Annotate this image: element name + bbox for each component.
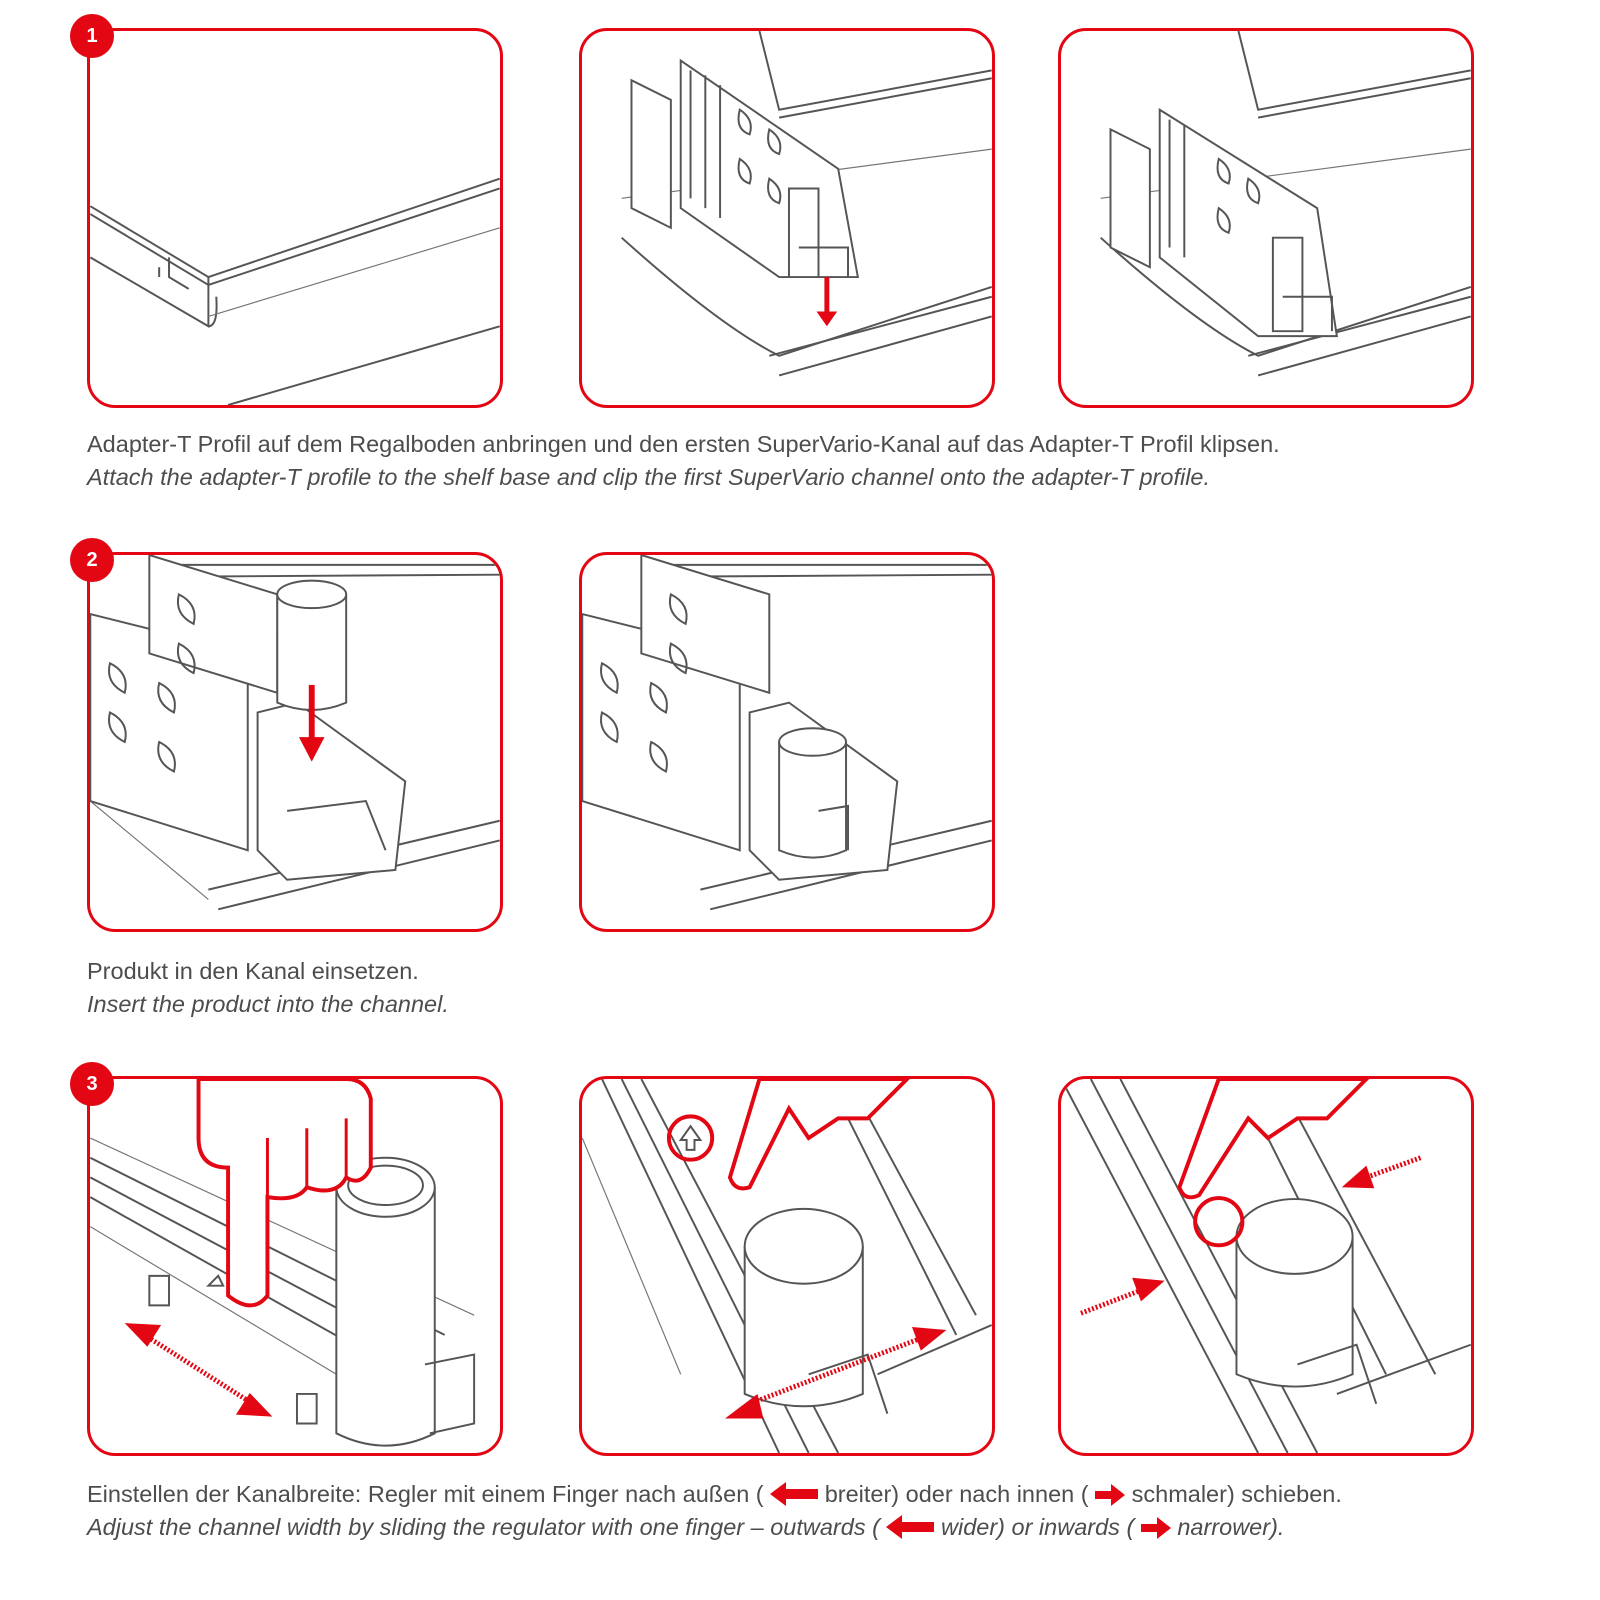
- shelf-profile-illustration: [90, 177, 500, 405]
- arrow-right-icon: [1095, 1484, 1126, 1506]
- step-2-panel-insert: [87, 552, 503, 932]
- step-2-badge: 2: [70, 538, 114, 582]
- product-can: [778, 727, 850, 859]
- step-1-badge: 1: [70, 14, 114, 58]
- step-1-panel-clip-channel: [579, 28, 995, 408]
- step-3-caption: Einstellen der Kanalbreite: Regler mit e…: [87, 1478, 1342, 1544]
- clip-channel-illustration: [620, 31, 992, 377]
- step-2-caption-english: Insert the product into the channel.: [87, 991, 449, 1017]
- product-can: [1235, 1198, 1378, 1405]
- step-1-panel-clipped: [1058, 28, 1474, 408]
- hand-icon: [196, 1079, 373, 1308]
- regulator-highlight-circle: [1193, 1196, 1245, 1248]
- product-can: [743, 1207, 889, 1414]
- step-1-caption: Adapter-T Profil auf dem Regalboden anbr…: [87, 428, 1280, 494]
- step-1-caption-english: Attach the adapter-T profile to the shel…: [87, 464, 1211, 490]
- hand-icon: [727, 1079, 910, 1191]
- step-3-badge: 3: [70, 1062, 114, 1106]
- clipped-channel-illustration: [1099, 31, 1471, 377]
- step-1-caption-german: Adapter-T Profil auf dem Regalboden anbr…: [87, 431, 1280, 457]
- channel-divider: [582, 555, 899, 881]
- step-3-caption-english-part-1: Adjust the channel width by sliding the …: [87, 1514, 880, 1540]
- regulator-highlight-circle: [666, 1114, 715, 1162]
- step-3-caption-german: Einstellen der Kanalbreite: Regler mit e…: [87, 1478, 1342, 1511]
- arrow-right-icon: [1140, 1517, 1171, 1539]
- product-can: [335, 1156, 476, 1447]
- arrows-inwards-icon: [1080, 1155, 1422, 1316]
- step-2-caption: Produkt in den Kanal einsetzen. Insert t…: [87, 955, 449, 1021]
- step-2-panel-inserted: [579, 552, 995, 932]
- insert-product-illustration: [90, 555, 500, 911]
- channel-divider: [1109, 107, 1339, 338]
- arrow-left-icon: [886, 1515, 935, 1539]
- channel-divider: [630, 58, 860, 279]
- channel-divider: [90, 555, 407, 881]
- hand-icon: [1177, 1079, 1370, 1200]
- step-2-caption-german: Produkt in den Kanal einsetzen.: [87, 958, 419, 984]
- step-3-panel-narrower: [1058, 1076, 1474, 1456]
- step-3-panel-finger: [87, 1076, 503, 1456]
- step-3-caption-german-part-3: schmaler) schieben.: [1131, 1481, 1342, 1507]
- finger-on-regulator-illustration: [90, 1079, 476, 1447]
- slide-inwards-illustration: [1061, 1079, 1471, 1453]
- step-3-caption-german-part-1: Einstellen der Kanalbreite: Regler mit e…: [87, 1481, 764, 1507]
- step-3-panel-wider: [579, 1076, 995, 1456]
- step-1-panel-shelf: [87, 28, 503, 408]
- product-inserted-illustration: [582, 555, 992, 911]
- arrow-outwards-icon: [724, 1327, 947, 1419]
- double-arrow-width-icon: [124, 1323, 273, 1417]
- step-3-caption-english-part-3: narrower).: [1177, 1514, 1285, 1540]
- step-3-caption-english: Adjust the channel width by sliding the …: [87, 1511, 1342, 1544]
- step-3-caption-english-part-2: wider) or inwards (: [941, 1514, 1135, 1540]
- step-3-caption-german-part-2: breiter) oder nach innen (: [824, 1481, 1089, 1507]
- arrow-left-icon: [770, 1482, 819, 1506]
- slide-outwards-illustration: [582, 1079, 992, 1453]
